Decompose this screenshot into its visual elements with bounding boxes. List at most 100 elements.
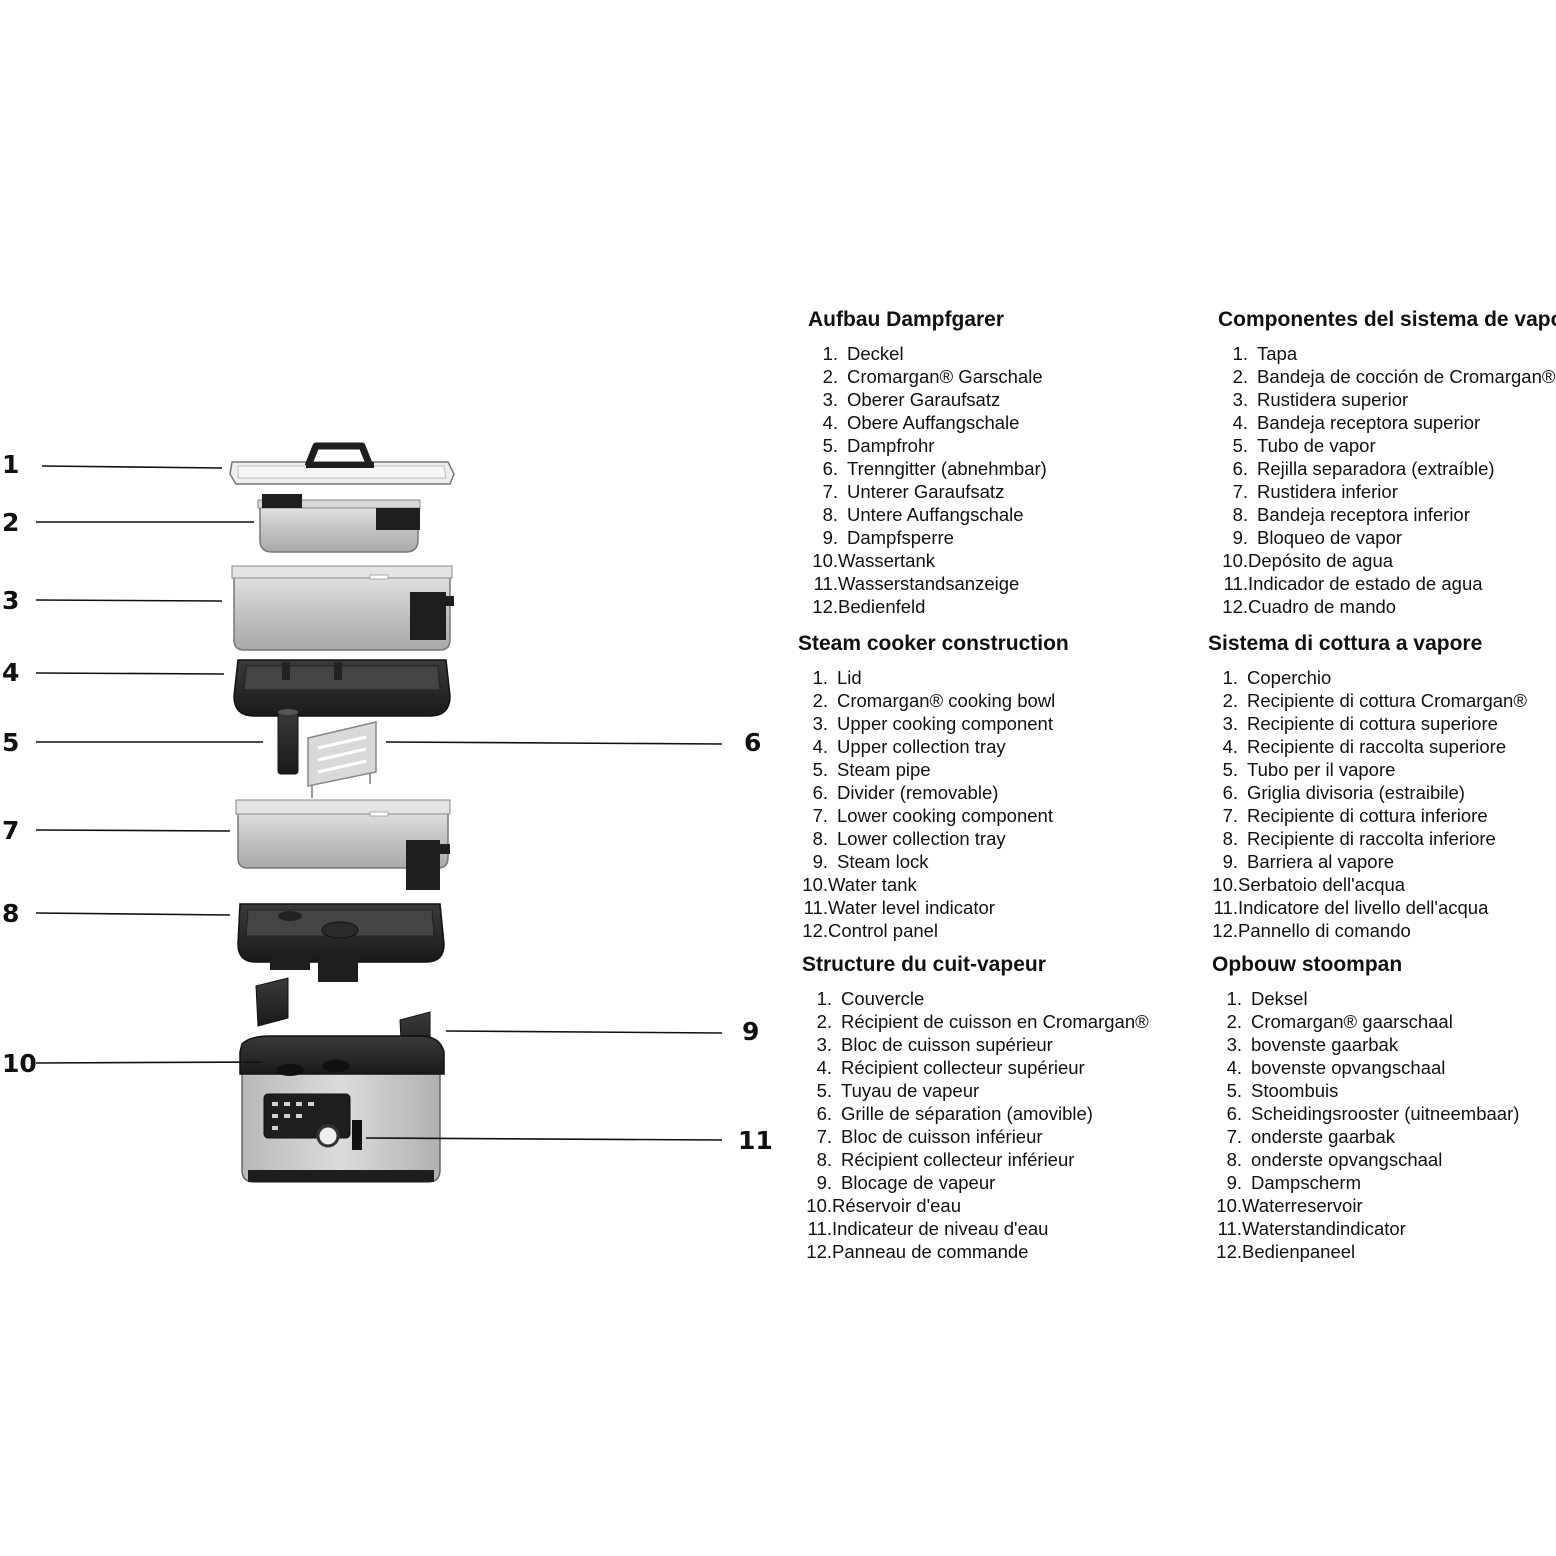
- part-label: Récipient de cuisson en Cromargan®: [841, 1011, 1149, 1032]
- part-number: 11.: [813, 573, 838, 594]
- part-label: Deksel: [1251, 988, 1308, 1009]
- part-number: 2.: [812, 690, 828, 711]
- part-number: 5.: [816, 1080, 832, 1101]
- part-number: 8.: [1232, 504, 1248, 525]
- part-item-11: 11.Indicador de estado de agua: [1218, 572, 1556, 595]
- part-label: Recipiente di raccolta superiore: [1247, 736, 1507, 757]
- part-label: Recipiente di raccolta inferiore: [1247, 828, 1496, 849]
- part-item-5: 5.Tubo de vapor: [1218, 434, 1556, 457]
- part-label: Oberer Garaufsatz: [847, 389, 1001, 410]
- part-item-11: 11.Indicatore del livello dell'acqua: [1208, 896, 1527, 919]
- part-label: Water tank: [828, 874, 917, 895]
- part-number: 9.: [1232, 527, 1248, 548]
- part-number: 7.: [812, 805, 828, 826]
- part-item-1: 1.Couvercle: [802, 987, 1149, 1010]
- part-number: 2.: [822, 366, 838, 387]
- part-label: Dampfrohr: [847, 435, 935, 456]
- part-item-11: 11.Waterstandindicator: [1212, 1217, 1519, 1240]
- part-label: Dampscherm: [1251, 1172, 1361, 1193]
- part-item-7: 7.Lower cooking component: [798, 804, 1069, 827]
- part-label: Serbatoio dell'acqua: [1238, 874, 1406, 895]
- part-item-11: 11.Water level indicator: [798, 896, 1069, 919]
- part-number: 6.: [816, 1103, 832, 1124]
- part-number: 7.: [1226, 1126, 1242, 1147]
- part-item-4: 4.Bandeja receptora superior: [1218, 411, 1556, 434]
- part-number: 3.: [1232, 389, 1248, 410]
- part-label: Tubo per il vapore: [1247, 759, 1396, 780]
- part-label: Bedienfeld: [838, 596, 926, 617]
- part-item-1: 1.Deckel: [808, 342, 1047, 365]
- callout-8: 8: [2, 899, 20, 928]
- part-item-6: 6.Rejilla separadora (extraíble): [1218, 457, 1556, 480]
- callout-3: 3: [2, 586, 20, 615]
- part-label: Bedienpaneel: [1242, 1241, 1356, 1262]
- part-label: Obere Auffangschale: [847, 412, 1020, 433]
- part-label: Panneau de commande: [832, 1241, 1029, 1262]
- section-title: Sistema di cottura a vapore: [1208, 632, 1483, 655]
- part-number: 12.: [802, 920, 828, 941]
- part-label: Bloqueo de vapor: [1257, 527, 1403, 548]
- callout-9: 9: [742, 1017, 760, 1046]
- part-item-7: 7.Unterer Garaufsatz: [808, 480, 1047, 503]
- part-item-9: 9.Blocage de vapeur: [802, 1171, 1149, 1194]
- part-item-5: 5.Steam pipe: [798, 758, 1069, 781]
- part-number: 3.: [1222, 713, 1238, 734]
- part-item-10: 10.Réservoir d'eau: [802, 1194, 1149, 1217]
- part-number: 11.: [1223, 573, 1248, 594]
- part-label: Dampfsperre: [847, 527, 954, 548]
- part-number: 5.: [812, 759, 828, 780]
- part-label: Control panel: [828, 920, 939, 941]
- part-number: 7.: [822, 481, 838, 502]
- upper-collection-tray-part: [233, 659, 451, 717]
- part-number: 5.: [1222, 759, 1238, 780]
- part-item-2: 2.Cromargan® gaarschaal: [1212, 1010, 1519, 1033]
- part-item-1: 1.Coperchio: [1208, 666, 1527, 689]
- part-label: Divider (removable): [837, 782, 999, 803]
- part-label: Depósito de agua: [1248, 550, 1394, 571]
- part-item-4: 4.Upper collection tray: [798, 735, 1069, 758]
- part-item-9: 9.Dampfsperre: [808, 526, 1047, 549]
- part-item-10: 10.Depósito de agua: [1218, 549, 1556, 572]
- part-label: Réservoir d'eau: [832, 1195, 961, 1216]
- part-item-6: 6.Grille de séparation (amovible): [802, 1102, 1149, 1125]
- part-item-5: 5. Tubo per il vapore: [1208, 758, 1527, 781]
- part-item-9: 9.Barriera al vapore: [1208, 850, 1527, 873]
- part-number: 9.: [1222, 851, 1238, 872]
- part-number: 10.: [1216, 1195, 1242, 1216]
- part-item-10: 10.Serbatoio dell'acqua: [1208, 873, 1527, 896]
- callout-6: 6: [744, 728, 762, 757]
- part-item-2: 2.Cromargan® Garschale: [808, 365, 1047, 388]
- part-number: 6.: [1222, 782, 1238, 803]
- part-item-8: 8.Untere Auffangschale: [808, 503, 1047, 526]
- part-number: 3.: [1226, 1034, 1242, 1055]
- callout-2: 2: [2, 508, 20, 537]
- part-label: Rustidera superior: [1257, 389, 1409, 410]
- part-label: Untere Auffangschale: [847, 504, 1024, 525]
- upper-cooking-component-part: [231, 565, 454, 651]
- part-item-9: 9. Bloqueo de vapor: [1218, 526, 1556, 549]
- part-label: Wasserstandsanzeige: [838, 573, 1020, 594]
- part-item-3: 3.Upper cooking component: [798, 712, 1069, 735]
- part-item-8: 8.Lower collection tray: [798, 827, 1069, 850]
- callout-1: 1: [2, 450, 20, 479]
- part-label: Cuadro de mando: [1248, 596, 1397, 617]
- part-item-12: 12.Bedienfeld: [808, 595, 1047, 618]
- part-number: 2.: [1222, 690, 1238, 711]
- part-number: 4.: [816, 1057, 832, 1078]
- part-label: Bloc de cuisson supérieur: [841, 1034, 1053, 1055]
- part-item-10: 10.Waterreservoir: [1212, 1194, 1519, 1217]
- part-number: 2.: [1226, 1011, 1242, 1032]
- part-item-6: 6.Trenngitter (abnehmbar): [808, 457, 1047, 480]
- part-label: Rustidera inferior: [1257, 481, 1398, 502]
- part-number: 11.: [803, 897, 828, 918]
- part-item-5: 5.Dampfrohr: [808, 434, 1047, 457]
- part-label: Wassertank: [838, 550, 935, 571]
- part-item-7: 7.Recipiente di cottura inferiore: [1208, 804, 1527, 827]
- part-label: Lower collection tray: [837, 828, 1006, 849]
